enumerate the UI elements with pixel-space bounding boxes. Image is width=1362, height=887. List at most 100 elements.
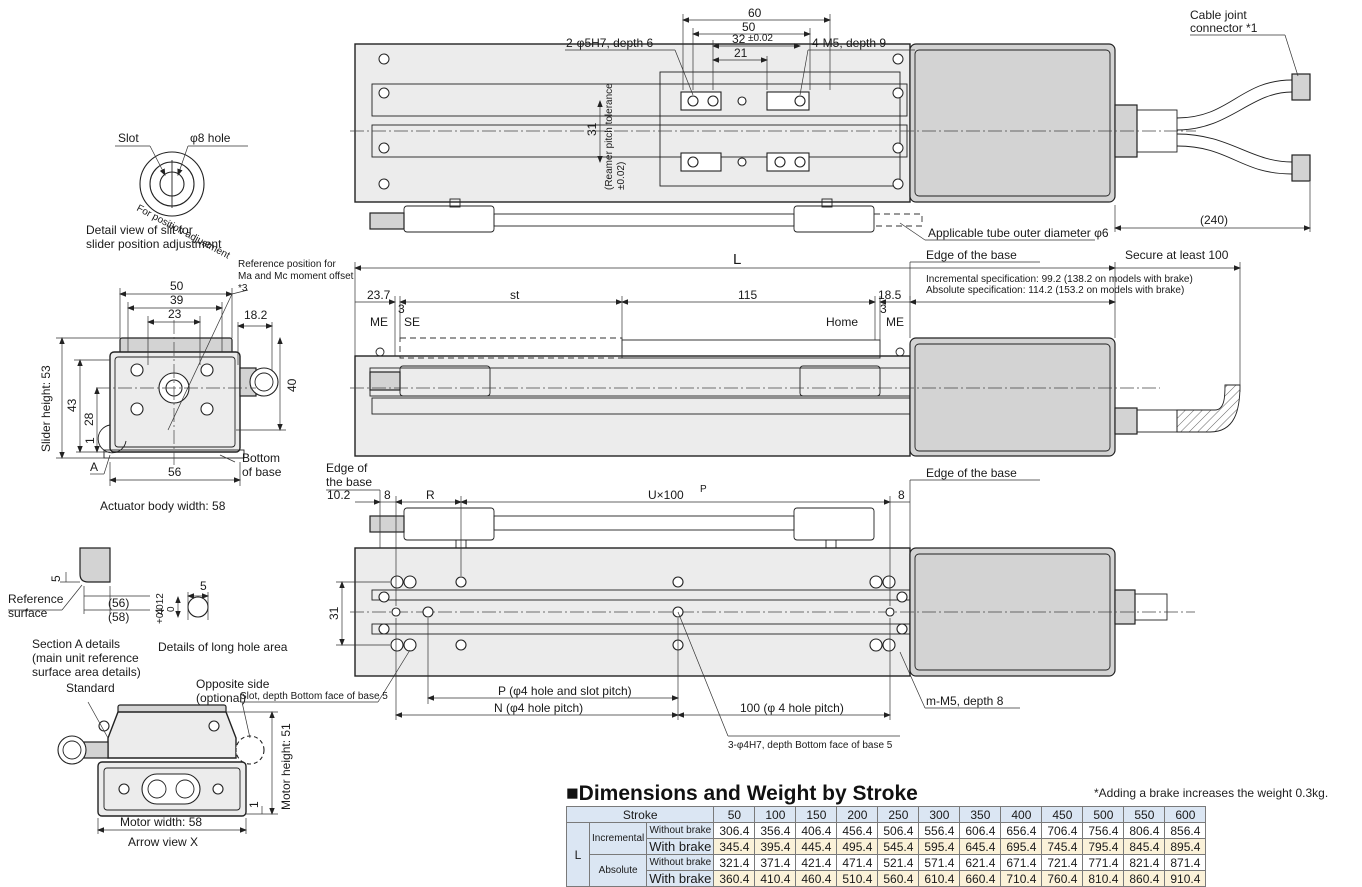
dim-long-hole-tol: +0.012 bbox=[155, 593, 166, 624]
stroke-cell: 50 bbox=[713, 806, 756, 823]
dimensions-table: Stroke 50 100 150 200 250 300 350 400 45… bbox=[565, 806, 1207, 887]
label-me-right: ME bbox=[886, 315, 904, 329]
dim-1b: 1 bbox=[247, 801, 261, 808]
table-header-row: Stroke 50 100 150 200 250 300 350 400 45… bbox=[565, 806, 1207, 823]
stroke-cell: 150 bbox=[795, 806, 838, 823]
label-ref-pos-3: *3 bbox=[238, 283, 248, 294]
dim-u100-p: P bbox=[700, 484, 707, 495]
table-cell: 556.4 bbox=[918, 822, 961, 839]
section-a-caption-3: surface area details) bbox=[32, 665, 141, 679]
table-cell: 706.4 bbox=[1041, 822, 1084, 839]
label-opposite-2: (optional) bbox=[196, 691, 246, 705]
spec-incremental: Incremental bbox=[588, 822, 648, 855]
label-opposite-1: Opposite side bbox=[196, 677, 270, 691]
table-cell: 910.4 bbox=[1164, 870, 1207, 887]
dim-st: st bbox=[510, 288, 520, 302]
tol-32: ±0.02 bbox=[748, 33, 773, 44]
dim-5: 5 bbox=[49, 575, 63, 582]
table-cell: 771.4 bbox=[1082, 854, 1125, 871]
table-cell: 856.4 bbox=[1164, 822, 1207, 839]
label-applicable-tube: Applicable tube outer diameter φ6 bbox=[928, 226, 1109, 240]
label-slot-depth: Slot, depth Bottom face of base 5 bbox=[240, 691, 388, 702]
table-cell: 321.4 bbox=[713, 854, 756, 871]
table-cell: 460.4 bbox=[795, 870, 838, 887]
table-row: With brake 345.4 395.4 445.4 495.4 545.4… bbox=[567, 838, 1207, 855]
stroke-cell: 350 bbox=[959, 806, 1002, 823]
table-cell: 410.4 bbox=[754, 870, 797, 887]
label-edge-of: Edge of bbox=[326, 461, 368, 475]
table-cell: 860.4 bbox=[1123, 870, 1166, 887]
stroke-cell: 200 bbox=[836, 806, 879, 823]
section-a-caption-1: Section A details bbox=[32, 637, 120, 651]
stroke-header: Stroke bbox=[565, 806, 715, 823]
section-a-detail bbox=[8, 547, 209, 620]
dim-3b: 3 bbox=[880, 302, 887, 316]
detail-slit-caption-1: Detail view of slit for bbox=[86, 223, 193, 237]
label-a: A bbox=[90, 460, 98, 474]
table-title: ■Dimensions and Weight by Stroke bbox=[566, 782, 918, 805]
spec-absolute: Absolute bbox=[588, 854, 648, 887]
label-home: Home bbox=[826, 315, 858, 329]
table-cell: 645.4 bbox=[959, 838, 1002, 855]
table-cell: 560.4 bbox=[877, 870, 920, 887]
table-cell: 571.4 bbox=[918, 854, 961, 871]
table-cell: 345.4 bbox=[713, 838, 756, 855]
table-cell: 806.4 bbox=[1123, 822, 1166, 839]
label-ref-pos-1: Reference position for bbox=[238, 259, 337, 270]
group-L: L bbox=[566, 822, 590, 887]
dim-18-2: 18.2 bbox=[244, 308, 268, 322]
table-cell: 421.4 bbox=[795, 854, 838, 871]
label-slider-height: Slider height: 53 bbox=[39, 365, 53, 452]
table-cell: 845.4 bbox=[1123, 838, 1166, 855]
end-view bbox=[56, 288, 286, 486]
dim-18-5: 18.5 bbox=[878, 288, 902, 302]
stroke-cell: 450 bbox=[1041, 806, 1084, 823]
stroke-cell: 500 bbox=[1082, 806, 1125, 823]
label-se: SE bbox=[404, 315, 420, 329]
table-cell: 710.4 bbox=[1000, 870, 1043, 887]
dim-10-2: 10.2 bbox=[327, 488, 351, 502]
table-cell: 810.4 bbox=[1082, 870, 1125, 887]
top-view bbox=[350, 14, 1311, 241]
dim-32: 32 bbox=[732, 32, 746, 46]
bottom-view bbox=[240, 479, 1195, 737]
label-motor-width: Motor width: 58 bbox=[120, 815, 202, 829]
label-m5-depth9: 4-M5, depth 9 bbox=[812, 36, 886, 50]
dim-240: (240) bbox=[1200, 213, 1228, 227]
label-bottom-1: Bottom bbox=[242, 451, 280, 465]
table-cell: 510.4 bbox=[836, 870, 879, 887]
label-edge-of-base-2: Edge of the base bbox=[926, 466, 1017, 480]
table-cell: 445.4 bbox=[795, 838, 838, 855]
table-cell: 795.4 bbox=[1082, 838, 1125, 855]
dim-50-top: 50 bbox=[742, 20, 756, 34]
front-view bbox=[350, 261, 1241, 457]
table-cell: 406.4 bbox=[795, 822, 838, 839]
label-bottom-2: of base bbox=[242, 465, 282, 479]
dim-L: L bbox=[733, 251, 741, 268]
table-row: L Incremental Without brake 306.4 356.4 … bbox=[566, 822, 1207, 887]
label-ref-pos-2: Ma and Mc moment offset bbox=[238, 271, 354, 282]
table-cell: 871.4 bbox=[1164, 854, 1207, 871]
label-arrow-view: Arrow view X bbox=[128, 835, 198, 849]
dim-60: 60 bbox=[748, 6, 762, 20]
section-a-caption-2: (main unit reference bbox=[32, 651, 139, 665]
table-cell: 495.4 bbox=[836, 838, 879, 855]
dim-8b: 8 bbox=[898, 488, 905, 502]
table-row: Absolute Without brake 321.4 371.4 421.4… bbox=[567, 854, 1207, 887]
label-cable-joint: Cable joint bbox=[1190, 8, 1247, 22]
label-n-pitch: N (φ4 hole pitch) bbox=[494, 701, 583, 715]
table-cell: 695.4 bbox=[1000, 838, 1043, 855]
variant-with-brake: With brake bbox=[646, 870, 715, 887]
table-cell: 360.4 bbox=[713, 870, 756, 887]
dim-50-side: 50 bbox=[170, 279, 184, 293]
label-standard: Standard bbox=[66, 681, 115, 695]
dim-115: 115 bbox=[738, 288, 757, 302]
dim-23-7: 23.7 bbox=[367, 288, 391, 302]
variant-without-brake: Without brake bbox=[646, 854, 715, 871]
label-incremental-spec: Incremental specification: 99.2 (138.2 o… bbox=[926, 274, 1193, 285]
arrow-view-x bbox=[57, 701, 278, 834]
table-cell: 395.4 bbox=[754, 838, 797, 855]
table-cell: 895.4 bbox=[1164, 838, 1207, 855]
dim-56p: (56) bbox=[108, 596, 129, 610]
